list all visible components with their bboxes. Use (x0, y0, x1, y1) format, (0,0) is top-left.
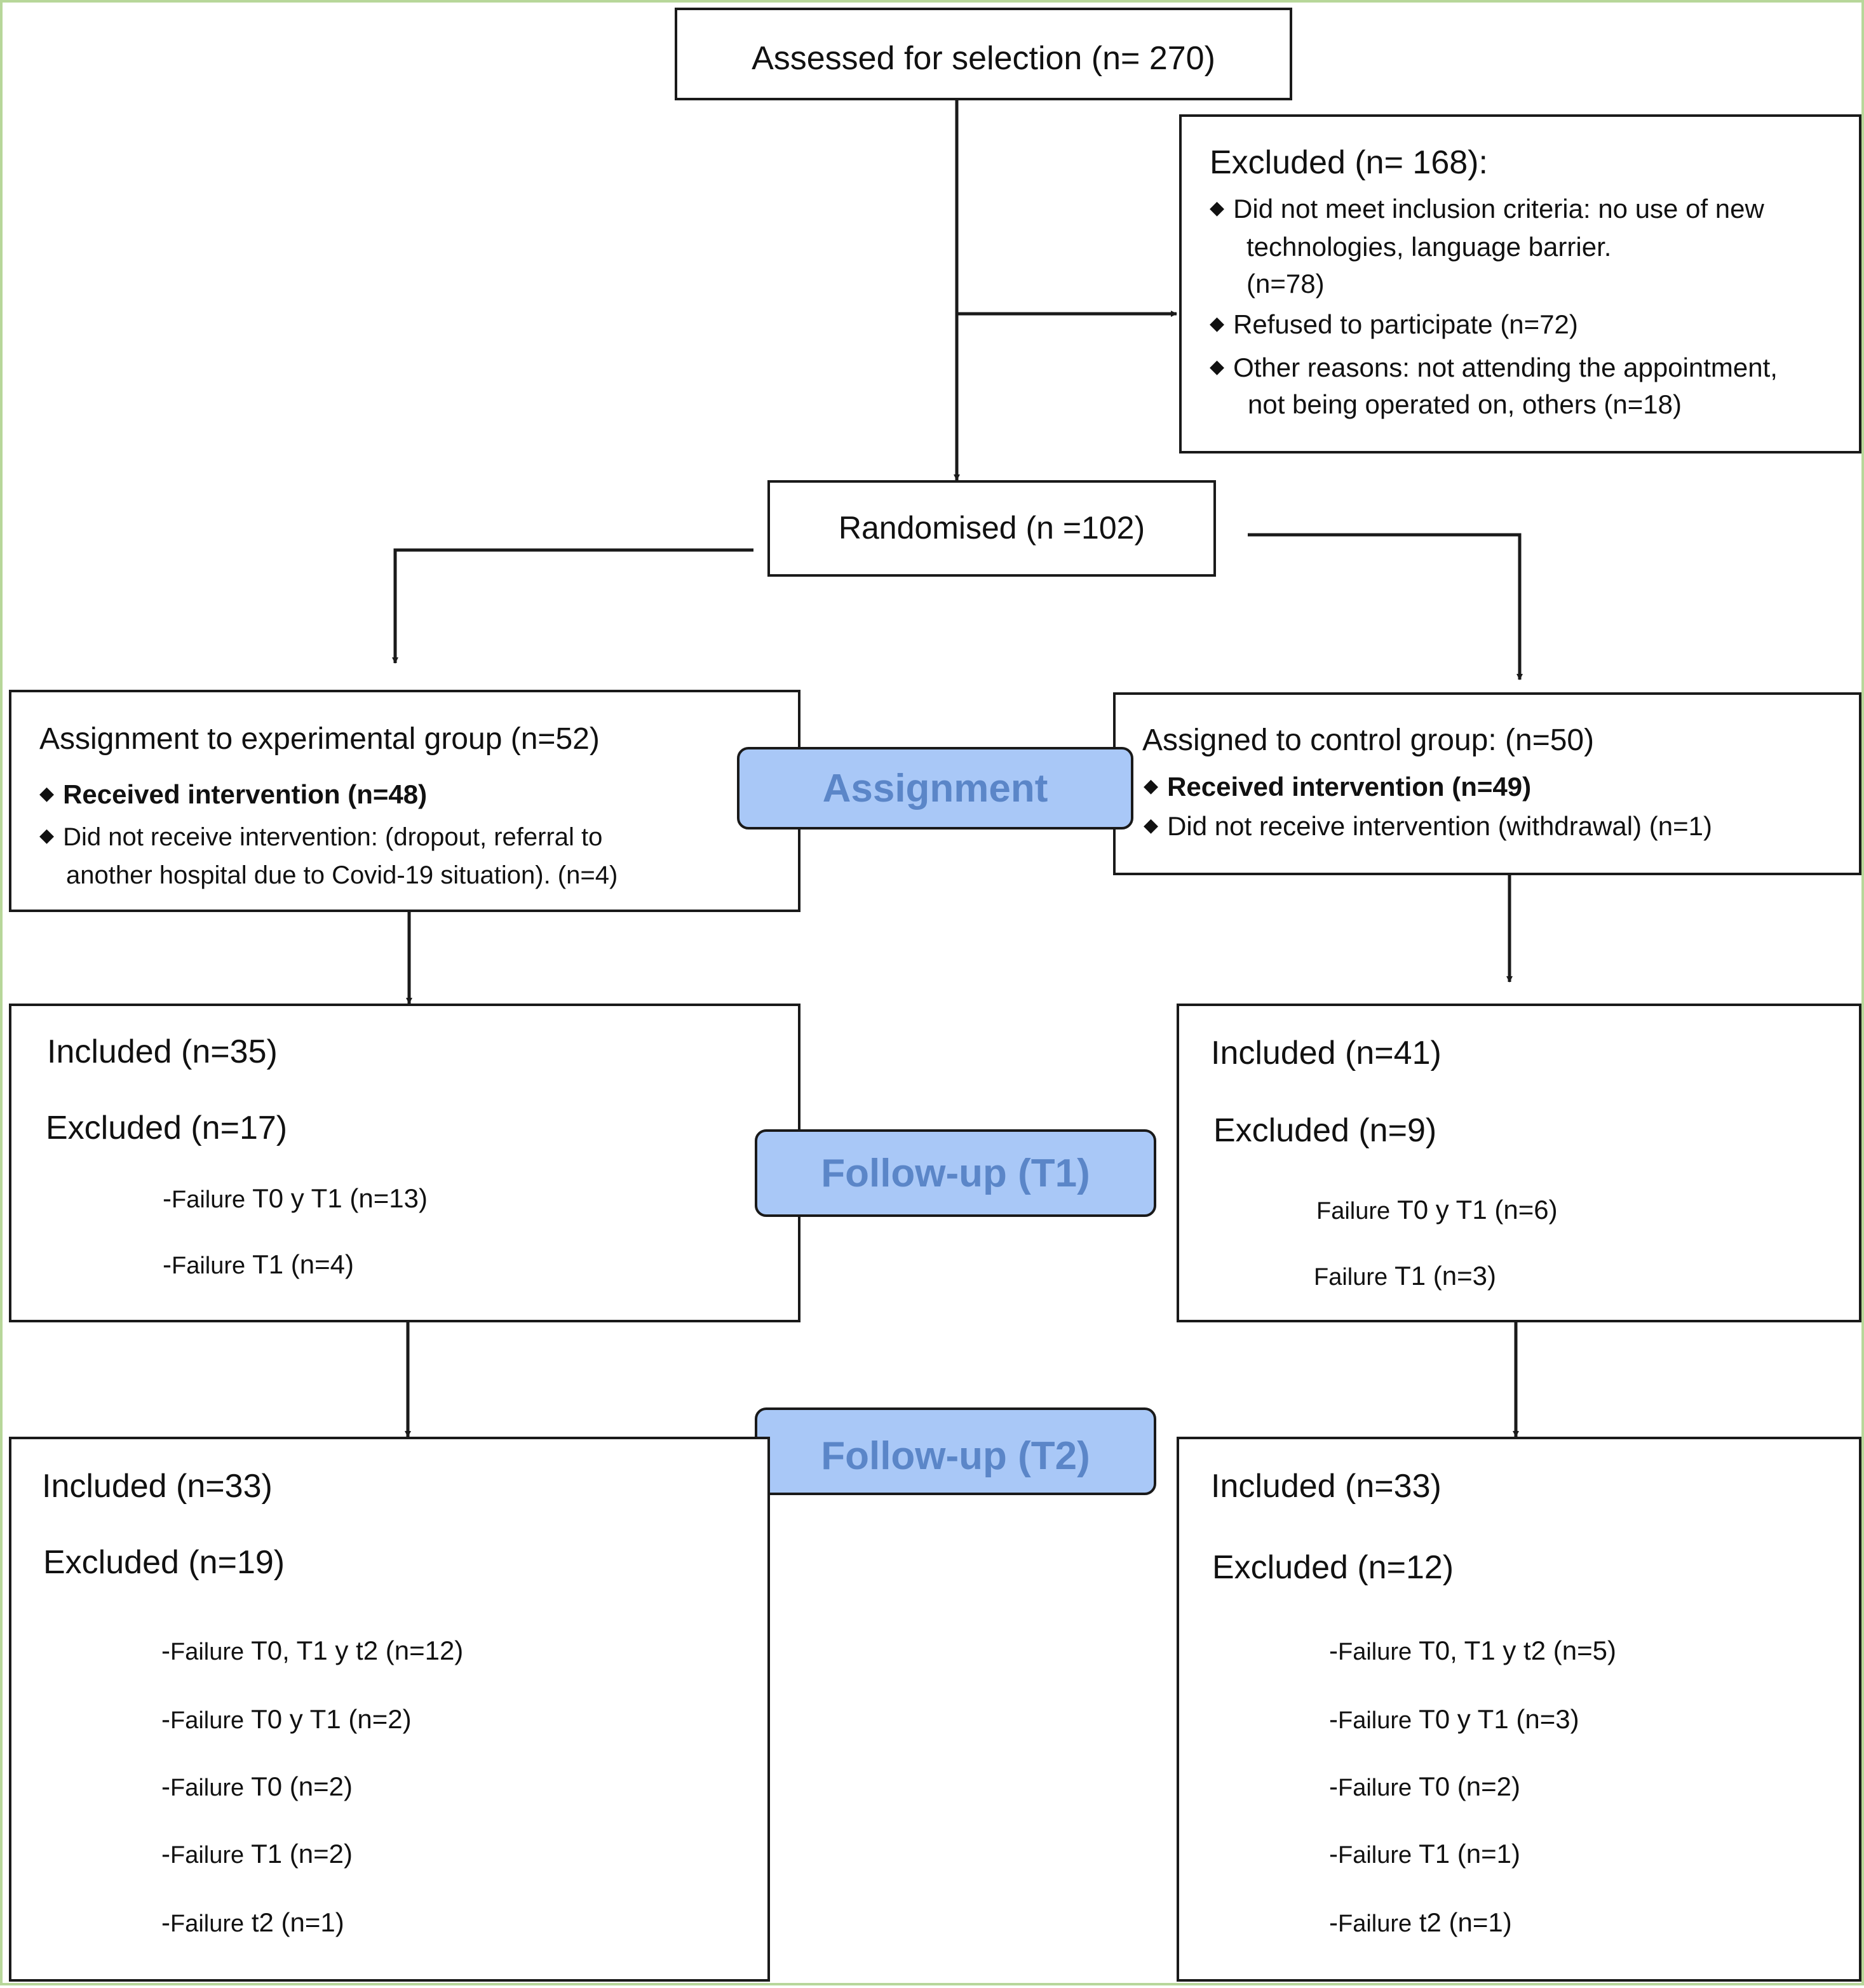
experimental-t1-failure-1: -Failure T0 y T1 (n=13) (163, 1183, 428, 1213)
control-t2-excluded: Excluded (n=12) (1212, 1549, 1454, 1586)
experimental-t2-failure-4: -Failure T1 (n=2) (161, 1839, 353, 1869)
diamond-bullet-icon: ◆ (1210, 198, 1225, 218)
stage-followup-t2: Follow-up (T2) (755, 1407, 1156, 1495)
diamond-bullet-icon: ◆ (39, 783, 55, 804)
excluded-reason-1: ◆Did not meet inclusion criteria: no use… (1210, 194, 1764, 224)
experimental-not-received: ◆Did not receive intervention: (dropout,… (39, 823, 603, 851)
control-t2-failure-5: -Failure t2 (n=1) (1329, 1907, 1512, 1937)
diamond-bullet-icon: ◆ (1144, 815, 1159, 836)
experimental-t1-box: Included (n=35) Excluded (n=17) -Failure… (9, 1004, 800, 1322)
experimental-t1-failure-2: -Failure T1 (n=4) (163, 1249, 354, 1279)
experimental-t1-excluded: Excluded (n=17) (46, 1110, 288, 1146)
excluded-reason-3-line-2: not being operated on, others (n=18) (1248, 389, 1682, 419)
control-t1-failure-1: Failure T0 y T1 (n=6) (1316, 1195, 1558, 1225)
assessed-box: Assessed for selection (n= 270) (675, 8, 1292, 100)
experimental-t2-failure-5: -Failure t2 (n=1) (161, 1907, 344, 1937)
randomised-label: Randomised (n =102) (838, 510, 1145, 546)
control-t1-box: Included (n=41) Excluded (n=9) Failure T… (1177, 1004, 1861, 1322)
excluded-reason-1-line-2: technologies, language barrier. (1246, 232, 1612, 262)
experimental-assignment-box: Assignment to experimental group (n=52) … (9, 690, 800, 912)
control-assignment-title: Assigned to control group: (n=50) (1142, 723, 1595, 757)
experimental-t1-included: Included (n=35) (47, 1033, 278, 1070)
experimental-assignment-title: Assignment to experimental group (n=52) (39, 722, 600, 756)
control-t2-box: Included (n=33) Excluded (n=12) -Failure… (1177, 1437, 1861, 1982)
experimental-t2-failure-3: -Failure T0 (n=2) (161, 1771, 353, 1801)
stage-assignment-label: Assignment (822, 766, 1048, 810)
excluded-reason-3: ◆Other reasons: not attending the appoin… (1210, 353, 1778, 382)
control-t1-included: Included (n=41) (1211, 1035, 1442, 1071)
control-t2-failure-3: -Failure T0 (n=2) (1329, 1771, 1520, 1801)
experimental-t2-included: Included (n=33) (42, 1468, 273, 1505)
diamond-bullet-icon: ◆ (1210, 313, 1225, 334)
control-t1-failure-2: Failure T1 (n=3) (1314, 1261, 1496, 1291)
assessed-label: Assessed for selection (n= 270) (752, 40, 1215, 77)
connector-randomised-to-control (1248, 533, 1523, 680)
control-t2-failure-4: -Failure T1 (n=1) (1329, 1839, 1520, 1869)
experimental-t2-excluded: Excluded (n=19) (43, 1544, 285, 1581)
randomised-box: Randomised (n =102) (767, 480, 1216, 577)
control-assignment-box: Assigned to control group: (n=50) ◆Recei… (1113, 692, 1861, 875)
diamond-bullet-icon: ◆ (1210, 356, 1225, 377)
experimental-not-received-line-2: another hospital due to Covid-19 situati… (66, 861, 618, 889)
stage-assignment: Assignment (737, 747, 1133, 829)
diamond-bullet-icon: ◆ (1144, 776, 1159, 796)
control-t2-failure-1: -Failure T0, T1 y t2 (n=5) (1329, 1635, 1616, 1665)
excluded-reason-1-line-3: (n=78) (1246, 269, 1325, 299)
control-t1-excluded: Excluded (n=9) (1213, 1112, 1437, 1149)
stage-followup-t2-label: Follow-up (T2) (821, 1434, 1090, 1478)
experimental-t2-box: Included (n=33) Excluded (n=19) -Failure… (9, 1437, 770, 1982)
control-received: ◆Received intervention (n=49) (1144, 772, 1532, 802)
flow-connectors (392, 99, 1523, 1437)
control-not-received: ◆Did not receive intervention (withdrawa… (1144, 811, 1712, 841)
excluded-top-title: Excluded (n= 168): (1210, 144, 1488, 181)
experimental-t2-failure-2: -Failure T0 y T1 (n=2) (161, 1704, 412, 1734)
control-t2-failure-2: -Failure T0 y T1 (n=3) (1329, 1704, 1579, 1734)
excluded-top-box: Excluded (n= 168): ◆Did not meet inclusi… (1179, 114, 1861, 453)
control-t2-included: Included (n=33) (1211, 1468, 1442, 1505)
connector-randomised-to-experimental (392, 548, 753, 664)
stage-followup-t1-label: Follow-up (T1) (821, 1151, 1090, 1195)
experimental-t2-failure-1: -Failure T0, T1 y t2 (n=12) (161, 1635, 464, 1665)
diamond-bullet-icon: ◆ (39, 825, 55, 846)
experimental-received: ◆Received intervention (n=48) (39, 779, 428, 809)
stage-followup-t1: Follow-up (T1) (755, 1129, 1156, 1217)
excluded-reason-2: ◆Refused to participate (n=72) (1210, 309, 1578, 339)
